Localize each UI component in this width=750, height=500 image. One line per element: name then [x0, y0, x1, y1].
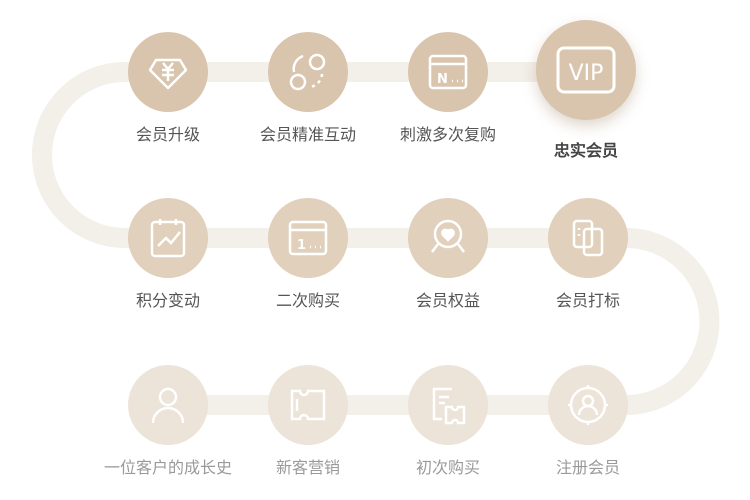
diamond-yen-icon [148, 58, 188, 90]
second-purchase-node[interactable]: 1 [268, 198, 348, 278]
node-label: 会员精准互动 [259, 125, 356, 144]
chart-calendar-icon [150, 219, 186, 258]
member-upgrade-node[interactable] [128, 32, 208, 112]
node-label: 忠实会员 [553, 141, 618, 160]
node-label: 一位客户的成长史 [103, 458, 232, 477]
node-label: 积分变动 [135, 291, 200, 310]
repeat-purchase-node[interactable]: N [408, 32, 488, 112]
svg-text:VIP: VIP [569, 61, 604, 86]
customer-history-node[interactable] [128, 365, 208, 445]
loyal-member-node[interactable]: VIP [536, 20, 636, 120]
points-change-node[interactable] [128, 198, 208, 278]
new-customer-marketing-node[interactable] [268, 365, 348, 445]
ticket-icon [290, 389, 326, 421]
member-tagging-node[interactable] [548, 198, 628, 278]
receipt-ticket-icon [432, 387, 466, 425]
svg-text:1: 1 [297, 238, 306, 253]
node-label: 会员升级 [135, 125, 200, 144]
node-label: 二次购买 [275, 291, 340, 310]
user-target-icon [568, 385, 608, 425]
window-1-icon: 1 [288, 220, 328, 256]
node-label: 新客营销 [275, 458, 340, 477]
register-member-node[interactable] [548, 365, 628, 445]
node-label: 会员权益 [415, 291, 480, 310]
member-benefits-node[interactable] [408, 198, 488, 278]
node-label: 刺激多次复购 [399, 125, 496, 144]
interaction-circles-icon [289, 53, 326, 91]
node-label: 注册会员 [555, 458, 620, 477]
node-label: 初次购买 [415, 458, 480, 477]
svg-text:N: N [437, 72, 448, 87]
window-n-icon: N [428, 54, 468, 90]
first-purchase-node[interactable] [408, 365, 488, 445]
user-icon [151, 387, 185, 424]
node-label: 会员打标 [555, 291, 620, 310]
vip-icon: VIP [556, 46, 616, 94]
tag-cards-icon [572, 219, 604, 257]
precise-interaction-node[interactable] [268, 32, 348, 112]
heart-badge-icon [431, 219, 465, 253]
